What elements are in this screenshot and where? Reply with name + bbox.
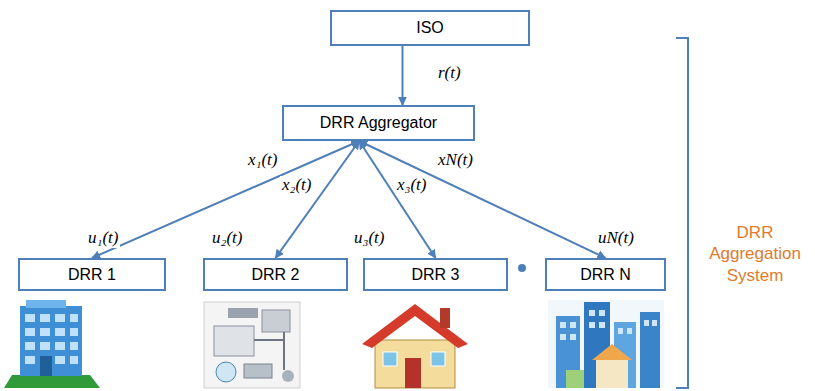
connector-arrow: [402, 46, 404, 105]
system-bracket: [676, 38, 688, 388]
iso-box: ISO: [330, 10, 530, 46]
box-text: DRR N: [580, 266, 631, 284]
connector-arrow: [276, 141, 360, 258]
box-text: DRR 3: [411, 266, 459, 284]
equipment-schematic: [204, 302, 300, 388]
signal-label: u₂(t): [210, 229, 244, 248]
signal-label: x₁(t): [246, 151, 280, 170]
signal-label: uN(t): [596, 229, 636, 248]
connector-arrow: [359, 141, 605, 258]
signal-label: u₁(t): [86, 229, 120, 248]
box-text: DRR 1: [68, 266, 116, 284]
signal-label: r(t): [436, 64, 463, 83]
city-buildings: [548, 300, 664, 388]
drr-box: DRR N: [545, 258, 666, 291]
drr-box: DRR 3: [363, 258, 508, 291]
system-label: DRR Aggregation System: [700, 222, 810, 286]
box-text: ISO: [416, 19, 444, 37]
connector-arrow: [92, 141, 359, 258]
drr-box: DRR 1: [18, 258, 166, 291]
house: [356, 300, 472, 388]
signal-label: xN(t): [436, 151, 475, 170]
signal-label: x₃(t): [395, 176, 429, 195]
signal-label: u₃(t): [352, 229, 386, 248]
box-text: DRR 2: [251, 266, 299, 284]
drr-box: DRR 2: [203, 258, 348, 291]
office-building: [4, 300, 100, 388]
aggregator-box: DRR Aggregator: [282, 105, 475, 141]
box-text: DRR Aggregator: [320, 114, 437, 132]
signal-label: x₂(t): [280, 176, 314, 195]
